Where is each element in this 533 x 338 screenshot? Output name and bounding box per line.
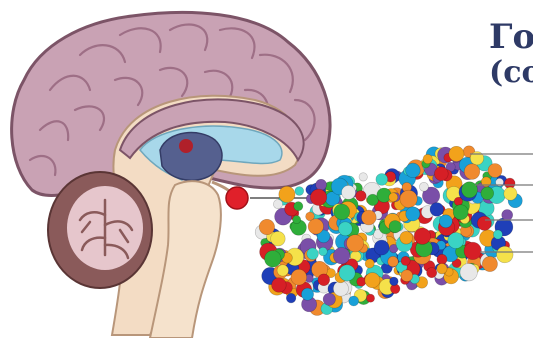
atom-sphere <box>338 222 352 236</box>
atom-sphere <box>342 185 356 199</box>
atom-sphere <box>502 210 513 221</box>
title-line-2: (со <box>489 56 533 90</box>
atom-sphere <box>316 179 327 190</box>
atom-sphere <box>482 256 497 271</box>
atom-sphere <box>437 254 447 264</box>
atom-sphere <box>406 163 421 178</box>
atom-sphere <box>400 190 417 207</box>
atom-sphere <box>439 215 452 228</box>
atom-sphere <box>365 273 380 288</box>
atom-sphere <box>481 187 494 200</box>
atom-sphere <box>390 277 399 286</box>
atom-sphere <box>430 203 444 217</box>
atom-sphere <box>366 294 374 302</box>
atom-sphere <box>374 240 389 255</box>
atom-sphere <box>277 265 288 276</box>
atom-sphere <box>453 205 468 220</box>
atom-sphere <box>400 231 413 244</box>
atom-sphere <box>310 189 326 205</box>
atom-sphere <box>272 278 287 293</box>
atom-sphere <box>497 246 514 263</box>
atom-sphere <box>449 146 464 161</box>
atom-sphere <box>389 221 401 233</box>
atom-sphere <box>462 182 478 198</box>
atom-sphere <box>265 250 282 267</box>
atom-sphere <box>460 264 477 281</box>
atom-sphere <box>349 296 359 306</box>
atom-sphere <box>493 230 502 239</box>
atom-sphere <box>308 219 323 234</box>
atom-sphere <box>401 270 413 282</box>
atom-sphere <box>333 247 350 264</box>
thalamus <box>160 133 222 181</box>
atom-sphere <box>361 210 376 225</box>
atom-sphere <box>301 288 313 300</box>
atom-sphere <box>376 174 388 186</box>
atom-sphere <box>464 164 480 180</box>
atom-sphere <box>273 200 282 209</box>
atom-sphere <box>293 216 301 224</box>
atom-sphere <box>488 164 502 178</box>
atom-sphere <box>271 231 286 246</box>
atom-sphere <box>347 235 364 252</box>
atom-sphere <box>437 264 447 274</box>
atom-sphere <box>406 207 420 221</box>
atom-sphere <box>419 182 428 191</box>
atom-sphere <box>477 216 491 230</box>
atom-sphere <box>414 228 430 244</box>
atom-sphere <box>295 187 304 196</box>
atom-sphere <box>259 219 274 234</box>
atom-sphere <box>356 191 367 202</box>
atom-sphere <box>323 293 335 305</box>
atom-sphere <box>388 256 399 267</box>
atom-sphere <box>434 167 448 181</box>
atom-sphere <box>319 247 328 256</box>
atom-sphere <box>464 242 481 259</box>
atom-sphere <box>334 204 350 220</box>
atom-sphere <box>504 187 517 200</box>
atom-sphere <box>339 265 355 281</box>
atom-sphere <box>357 277 366 286</box>
atom-sphere <box>318 274 330 286</box>
atom-sphere <box>365 259 374 268</box>
title-block: Го (со <box>489 18 533 90</box>
atom-sphere <box>389 193 398 202</box>
pituitary-gland <box>226 187 248 209</box>
pineal-spot <box>179 139 193 153</box>
atom-sphere <box>307 248 319 260</box>
title-line-1: Го <box>489 18 533 56</box>
atom-sphere <box>401 256 410 265</box>
atom-sphere <box>454 197 462 205</box>
atom-sphere <box>427 268 437 278</box>
atom-sphere <box>359 173 367 181</box>
atom-sphere <box>333 281 348 296</box>
atom-sphere <box>291 269 307 285</box>
atom-sphere <box>286 293 296 303</box>
atom-sphere <box>279 186 295 202</box>
atom-sphere <box>423 154 432 163</box>
atom-sphere <box>294 202 303 211</box>
cerebellum <box>48 172 152 288</box>
